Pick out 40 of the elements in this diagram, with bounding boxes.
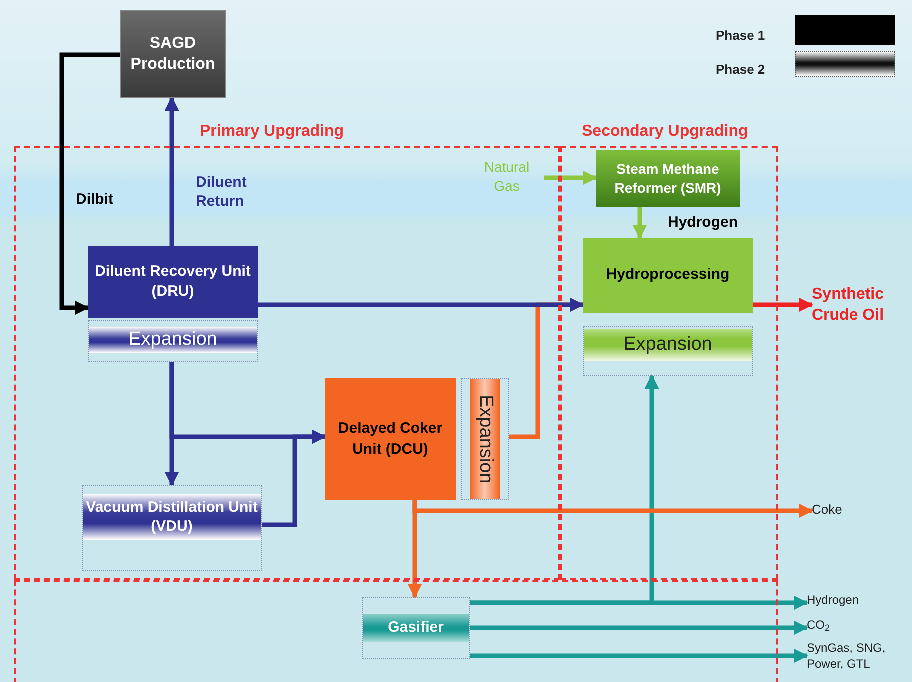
- flow-arrow: [258, 298, 584, 312]
- flow-arrow: [544, 170, 598, 186]
- flow-arrow: [60, 52, 120, 316]
- flow-arrow: [164, 362, 180, 486]
- process-box: Delayed Coker Unit (DCU): [325, 378, 456, 500]
- phase-2-box: [461, 378, 509, 500]
- legend-label: Phase 2: [716, 61, 766, 79]
- flow-label: SynGas, SNG, Power, GTL: [807, 640, 909, 672]
- dashed-region: [14, 580, 778, 682]
- process-box: Steam Methane Reformer (SMR): [596, 150, 740, 207]
- flow-arrow: [470, 620, 808, 636]
- expansion-band: Gasifier: [363, 614, 469, 642]
- flow-label: CO$_{2}$: [807, 617, 847, 633]
- flow-arrow: [164, 96, 180, 246]
- flow-arrow: [470, 596, 808, 610]
- flow-label: Hydrogen: [807, 592, 897, 608]
- edge-label: Diluent Return: [196, 173, 248, 211]
- process-box: SAGD Production: [120, 10, 226, 98]
- process-box: Diluent Recovery Unit (DRU): [88, 246, 258, 318]
- region-title: Primary Upgrading: [200, 122, 344, 142]
- process-box: Hydroprocessing: [583, 238, 753, 313]
- flow-arrow: [753, 298, 814, 312]
- region-title: Secondary Upgrading: [582, 122, 748, 142]
- legend-label: Phase 1: [716, 27, 766, 45]
- flow-arrow: [412, 500, 814, 518]
- expansion-band: Vacuum Distillation Unit (VDU): [83, 494, 261, 540]
- flow-arrow: [470, 648, 808, 664]
- phase-2-box: [583, 326, 753, 376]
- edge-label: Hydrogen: [668, 213, 738, 232]
- flow-arrow: [632, 207, 648, 240]
- phase-2-box: [88, 320, 258, 362]
- expansion-band: Expansion: [470, 379, 500, 499]
- expansion-band: Expansion: [89, 327, 257, 353]
- phase-2-box: [82, 485, 262, 571]
- phase-2-box: [362, 597, 470, 659]
- flow-label: Coke: [812, 501, 862, 519]
- flow-label: Synthetic Crude Oil: [812, 284, 908, 326]
- flow-label: Natural Gas: [470, 158, 544, 196]
- expansion-band: Expansion: [584, 329, 752, 361]
- edge-label: Dilbit: [76, 190, 114, 209]
